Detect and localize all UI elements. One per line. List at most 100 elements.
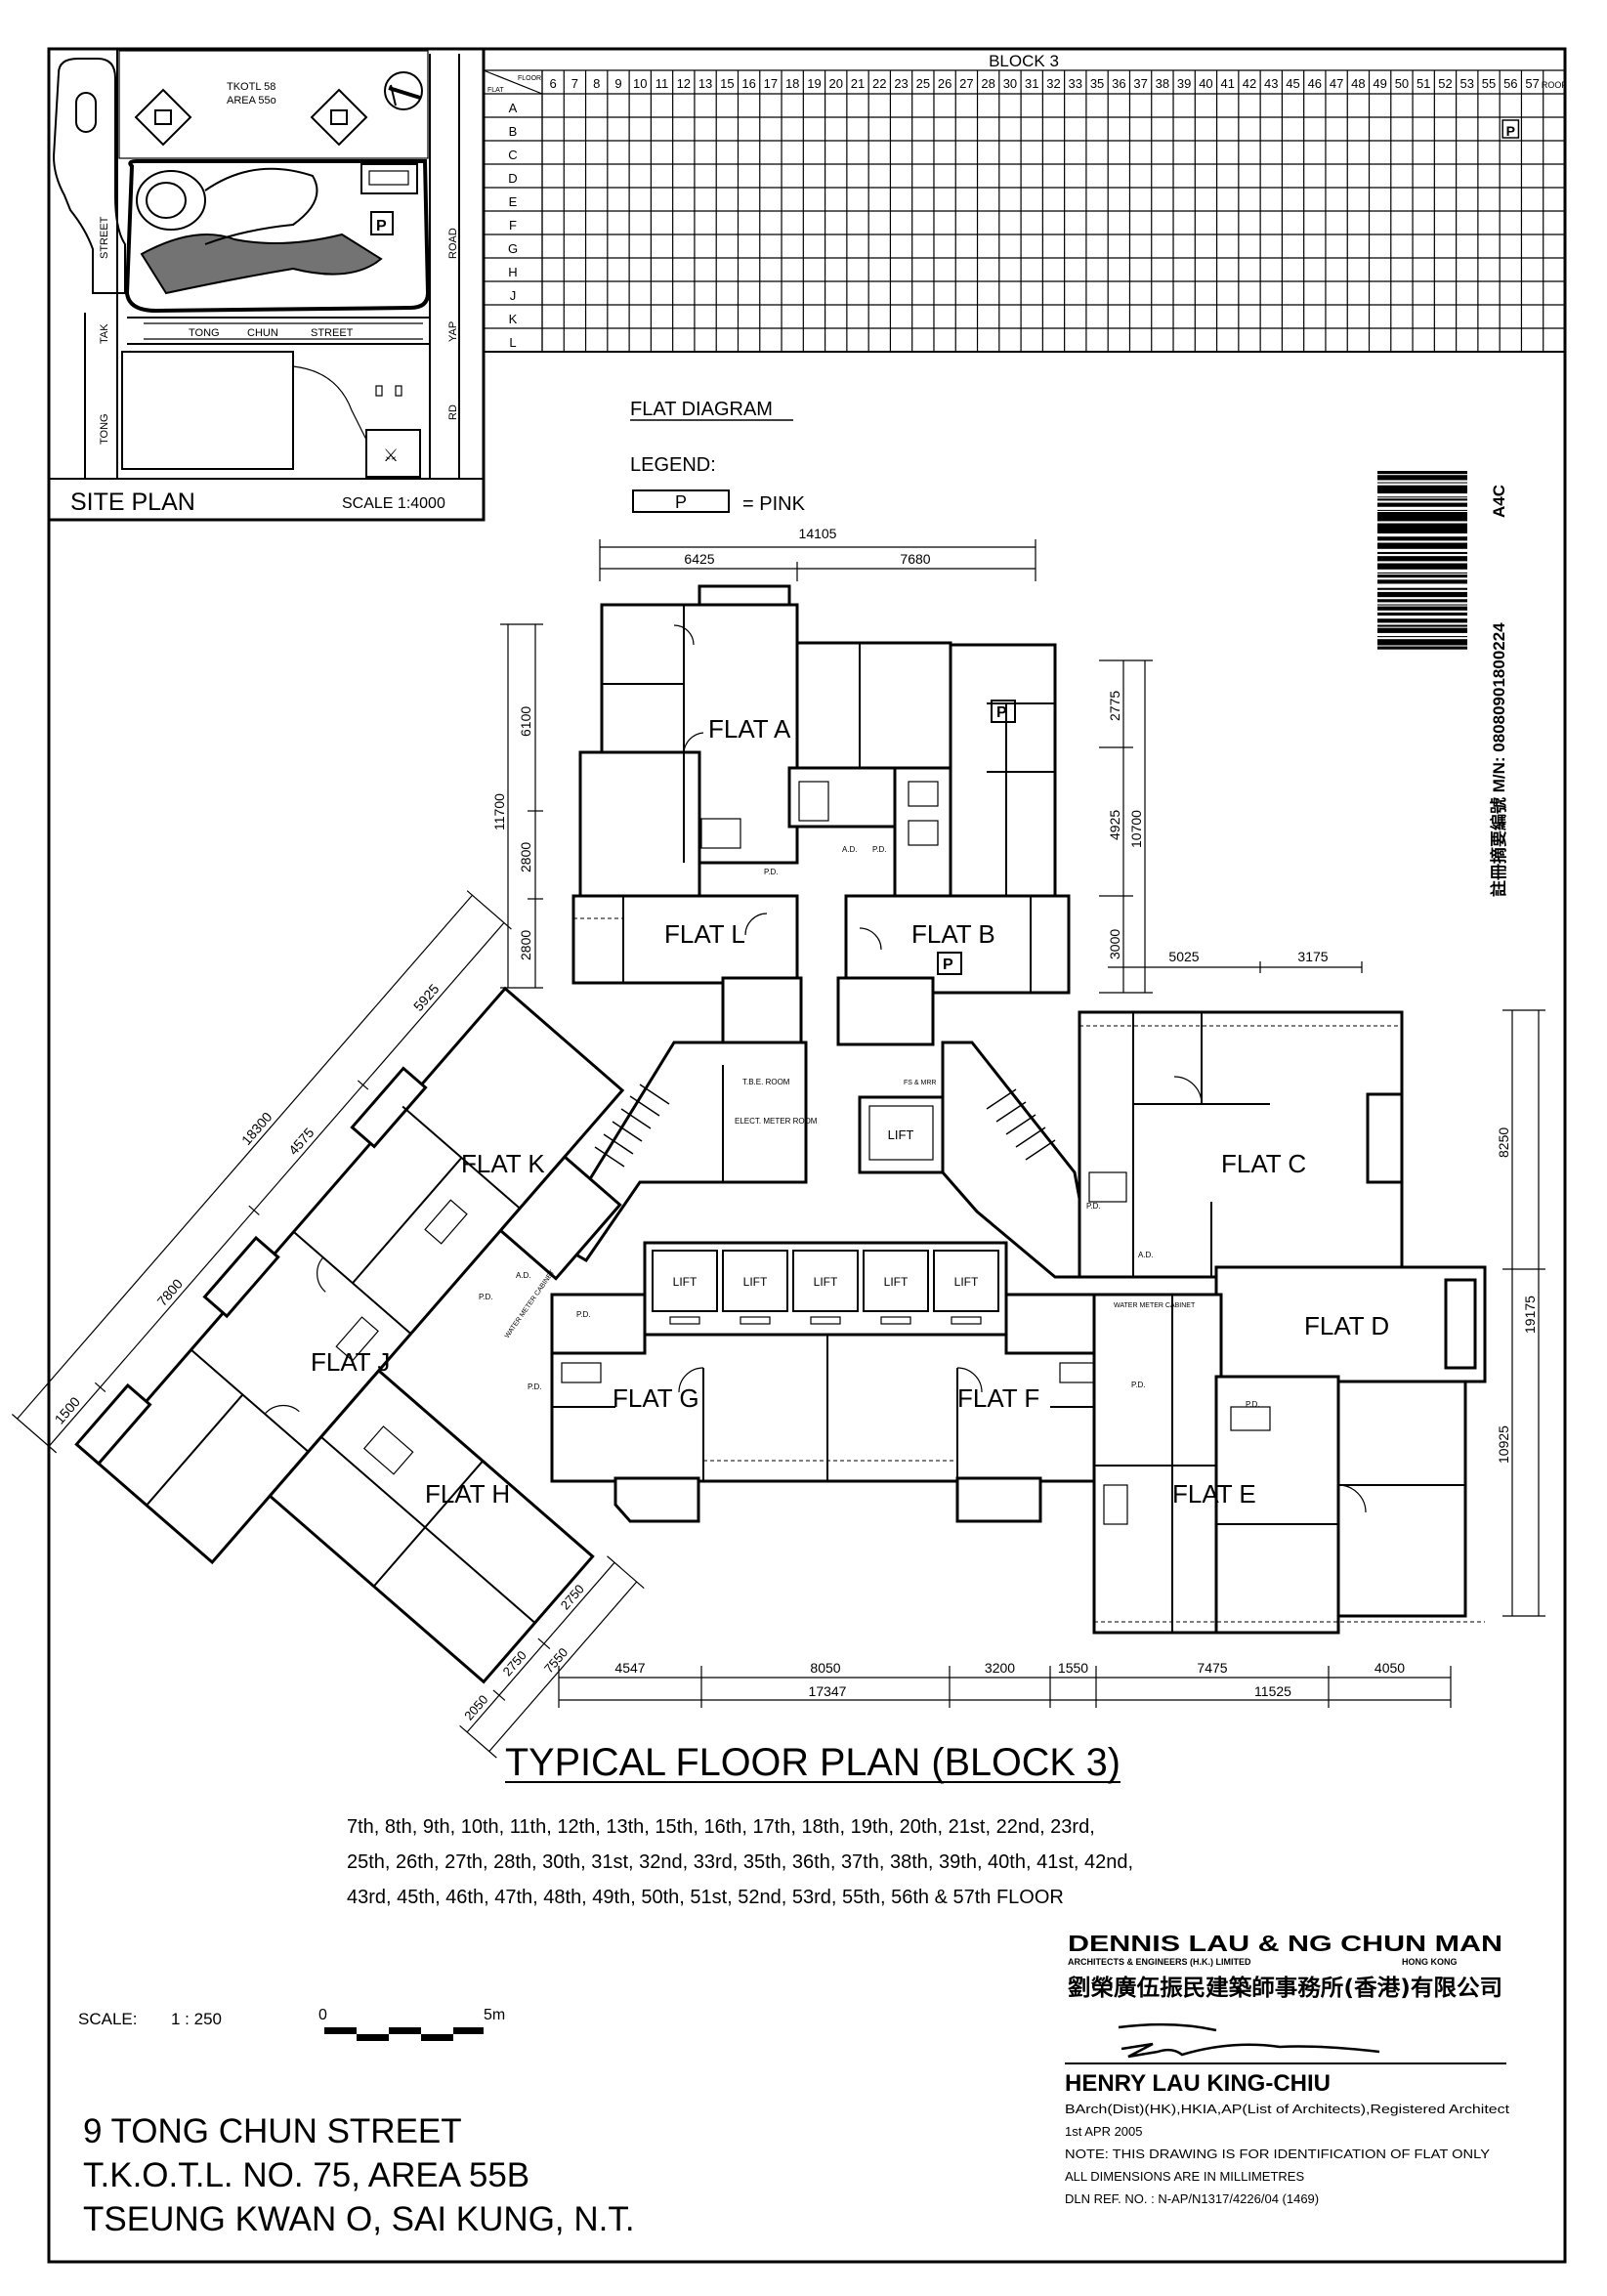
- lot-label-1: TKOTL 58: [227, 81, 275, 93]
- table-flat-label: J: [510, 288, 517, 303]
- dimension-right: 8250 19175 10925: [1496, 1009, 1545, 1617]
- table-floor-header: 12: [677, 76, 691, 91]
- north-arrow-icon: [384, 71, 423, 110]
- table-floor-header: 37: [1133, 76, 1147, 91]
- lift-shaft: [722, 1250, 788, 1312]
- lift-shaft: [933, 1250, 999, 1312]
- barcode-bar: [1377, 574, 1467, 578]
- firm-subtitle: ARCHITECTS & ENGINEERS (H.K.) LIMITED: [1068, 1957, 1251, 1967]
- drawing-title: TYPICAL FLOOR PLAN (BLOCK 3): [505, 1741, 1121, 1784]
- table-floor-header: 11: [655, 76, 669, 91]
- dim-label: 3000: [1107, 929, 1122, 959]
- dim-label: 5925: [410, 981, 443, 1014]
- dim-label: 1550: [1058, 1660, 1088, 1676]
- table-floor-header: 32: [1046, 76, 1060, 91]
- table-floor-header: 49: [1373, 76, 1386, 91]
- drawing-date: 1st APR 2005: [1065, 2124, 1143, 2139]
- street-label: ROAD: [447, 228, 459, 259]
- dim-label: 11700: [491, 793, 507, 830]
- barcode-bar: [1377, 604, 1467, 606]
- table-flat-label: H: [508, 265, 517, 279]
- dim-label: 6100: [518, 706, 533, 737]
- barcode-bar: [1377, 482, 1467, 484]
- dim-label: 3200: [985, 1660, 1015, 1676]
- flat-label-h: FLAT H: [425, 1479, 510, 1509]
- street-label: CHUN: [247, 327, 278, 339]
- address-line: TSEUNG KWAN O, SAI KUNG, N.T.: [83, 2200, 635, 2238]
- dim-label: 8050: [810, 1660, 840, 1676]
- table-floor-header: 50: [1395, 76, 1409, 91]
- table-title: BLOCK 3: [989, 52, 1059, 70]
- dim-label: 7475: [1197, 1660, 1227, 1676]
- dim-label: 10925: [1496, 1425, 1511, 1464]
- floors-line: 25th, 26th, 27th, 28th, 30th, 31st, 32nd…: [347, 1851, 1133, 1873]
- table-floor-header: 27: [959, 76, 973, 91]
- dim-label: 3175: [1297, 949, 1328, 964]
- dim-label: 11525: [1254, 1683, 1291, 1699]
- barcode-bar: [1377, 606, 1467, 611]
- tbe-room-label: T.B.E. ROOM: [742, 1078, 790, 1086]
- lift-door: [810, 1316, 841, 1325]
- table-floor-header: ROOF: [1542, 80, 1568, 90]
- flat-label-b: FLAT B: [911, 919, 995, 949]
- legend-symbol: P: [675, 492, 687, 512]
- dim-label: 14105: [799, 526, 837, 541]
- table-floor-header: 56: [1503, 76, 1517, 91]
- site-feature-icon: ⚔: [383, 446, 399, 466]
- barcode-bar: [1377, 639, 1467, 646]
- barcode-bar: [1377, 542, 1467, 549]
- dim-label: 1500: [52, 1393, 84, 1426]
- flat-label-j: FLAT J: [311, 1347, 390, 1377]
- flat-label-l: FLAT L: [664, 919, 745, 949]
- barcode-bar: [1377, 627, 1467, 633]
- barcode-bar: [1377, 536, 1467, 541]
- barcode-bar: [1377, 587, 1467, 590]
- table-flat-label: B: [509, 124, 518, 139]
- scale-label: SCALE:: [78, 2010, 137, 2028]
- table-mark-box: [1501, 119, 1520, 139]
- table-floor-header: 55: [1482, 76, 1496, 91]
- lift-shaft: [863, 1250, 929, 1312]
- table-floor-header: 23: [894, 76, 908, 91]
- dim-label: 2775: [1107, 691, 1122, 721]
- barcode-bar: [1377, 509, 1467, 511]
- street-label: STREET: [311, 327, 354, 339]
- table-floor-header: 48: [1351, 76, 1365, 91]
- barcode-bar: [1377, 523, 1467, 534]
- ad-label: A.D.: [516, 1271, 531, 1280]
- drawing-ref: DLN REF. NO. : N-AP/N1317/4226/04 (1469): [1065, 2191, 1319, 2206]
- table-floor-header: 45: [1286, 76, 1299, 91]
- table-flat-label: C: [508, 148, 517, 162]
- pd-label: P.D.: [1086, 1202, 1101, 1211]
- table-floor-header: 38: [1156, 76, 1169, 91]
- legend-label: LEGEND:: [630, 454, 716, 476]
- pink-mark: P: [943, 957, 953, 973]
- water-meter-cabinet-label: WATER METER CABINET: [1114, 1302, 1196, 1309]
- dim-label: 2050: [461, 1692, 490, 1723]
- street-label: TONG: [99, 413, 110, 445]
- street-label: TAK: [99, 323, 110, 344]
- table-floor-header: FLOOR: [518, 75, 541, 82]
- dimension-top: 14105 6425 7680: [599, 526, 1036, 581]
- pd-label: P.D.: [1246, 1400, 1260, 1409]
- barcode-bar: [1377, 502, 1467, 507]
- barcode-bar: [1377, 646, 1467, 650]
- east-wing-de: [1092, 1265, 1487, 1635]
- table-floor-header: 26: [938, 76, 952, 91]
- flat-label-f: FLAT F: [957, 1383, 1039, 1413]
- table-floor-header: 18: [785, 76, 799, 91]
- site-plan-scale: SCALE 1:4000: [342, 495, 445, 512]
- table-floor-header: 36: [1112, 76, 1125, 91]
- development-site: [124, 159, 431, 314]
- dim-label: 2800: [518, 842, 533, 872]
- table-flat-label: K: [509, 312, 518, 326]
- table-floor-header: 39: [1177, 76, 1191, 91]
- table-floor-header: 31: [1025, 76, 1038, 91]
- dim-label: 4575: [285, 1125, 317, 1158]
- lift-label: LIFT: [888, 1127, 914, 1142]
- table-floor-header: 25: [916, 76, 930, 91]
- legend-text: = PINK: [742, 493, 806, 515]
- table-floor-header: 51: [1417, 76, 1430, 91]
- dim-label: 6425: [684, 551, 714, 567]
